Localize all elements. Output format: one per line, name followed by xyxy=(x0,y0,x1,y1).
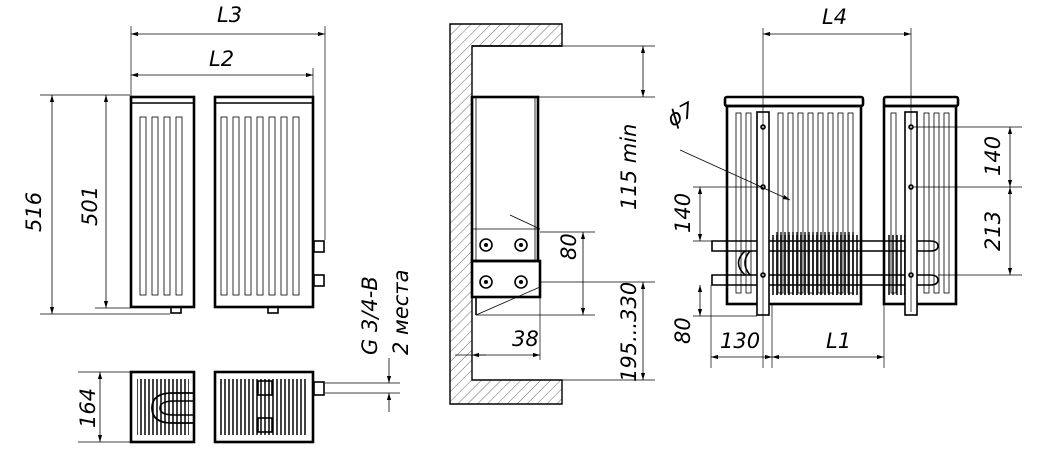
bottom-plug-left xyxy=(170,306,182,314)
dim-label-phi7: ϕ7 xyxy=(663,97,699,131)
dim-label-164: 164 xyxy=(76,388,100,428)
connection-pipe-upper xyxy=(313,240,325,253)
rear-body-right xyxy=(882,104,958,306)
rear-pipe-lower xyxy=(711,274,939,286)
heating-element-fins-right xyxy=(886,235,906,295)
panel-grooves-right xyxy=(220,116,300,296)
dim-label-38: 38 xyxy=(512,327,539,351)
wall-hatch xyxy=(449,23,563,405)
radiator-left-panel xyxy=(129,95,196,309)
dim-label-l3: L3 xyxy=(217,3,242,27)
top-view-left-fins xyxy=(137,379,189,435)
dim-label-l1: L1 xyxy=(826,329,851,353)
rear-view: L4 ϕ7 140 80 130 L1 140 213 xyxy=(663,5,1022,368)
dim-label-213: 213 xyxy=(981,211,1005,251)
rear-pipe-upper xyxy=(711,240,939,252)
side-valve-1 xyxy=(479,238,493,252)
dim-label-80-left: 80 xyxy=(671,317,695,344)
top-view: 164 G 3/4-B 2 места xyxy=(76,270,413,444)
side-valve-3 xyxy=(479,275,493,289)
dim-label-l2: L2 xyxy=(209,47,234,71)
bottom-plug-right xyxy=(267,306,279,314)
rear-top-cap-right xyxy=(882,95,960,108)
top-view-right-body xyxy=(213,370,315,444)
radiator-side-body xyxy=(470,95,540,263)
radiator-right-panel xyxy=(213,95,315,309)
thread-quantity-label: 2 места xyxy=(389,270,413,355)
dim-label-140-right: 140 xyxy=(981,136,1005,176)
top-view-right-fins xyxy=(220,379,308,435)
connection-box xyxy=(470,259,542,299)
dim-label-501: 501 xyxy=(78,186,102,226)
side-valve-4 xyxy=(514,275,528,289)
dim-label-range: 195...330 xyxy=(617,282,641,382)
side-view: 115 min 80 38 195...330 xyxy=(449,23,655,405)
dim-label-130: 130 xyxy=(720,329,760,353)
top-view-connection-pipe xyxy=(313,381,325,396)
dim-label-140-left: 140 xyxy=(671,193,695,233)
side-valve-2 xyxy=(514,238,528,252)
dim-label-80-side: 80 xyxy=(557,233,581,260)
dim-label-115-min: 115 min xyxy=(617,124,641,210)
panel-grooves-left xyxy=(139,116,183,296)
top-view-left-body xyxy=(129,370,196,444)
thread-spec-label: G 3/4-B xyxy=(358,276,382,355)
front-view: L3 L2 516 501 xyxy=(22,3,326,315)
connection-pipe-lower xyxy=(313,274,325,287)
phi7-leader xyxy=(679,149,791,201)
rear-body-left xyxy=(725,104,863,306)
dim-label-l4: L4 xyxy=(822,5,847,29)
dim-label-516: 516 xyxy=(22,192,46,232)
rear-top-cap-left xyxy=(723,95,865,108)
